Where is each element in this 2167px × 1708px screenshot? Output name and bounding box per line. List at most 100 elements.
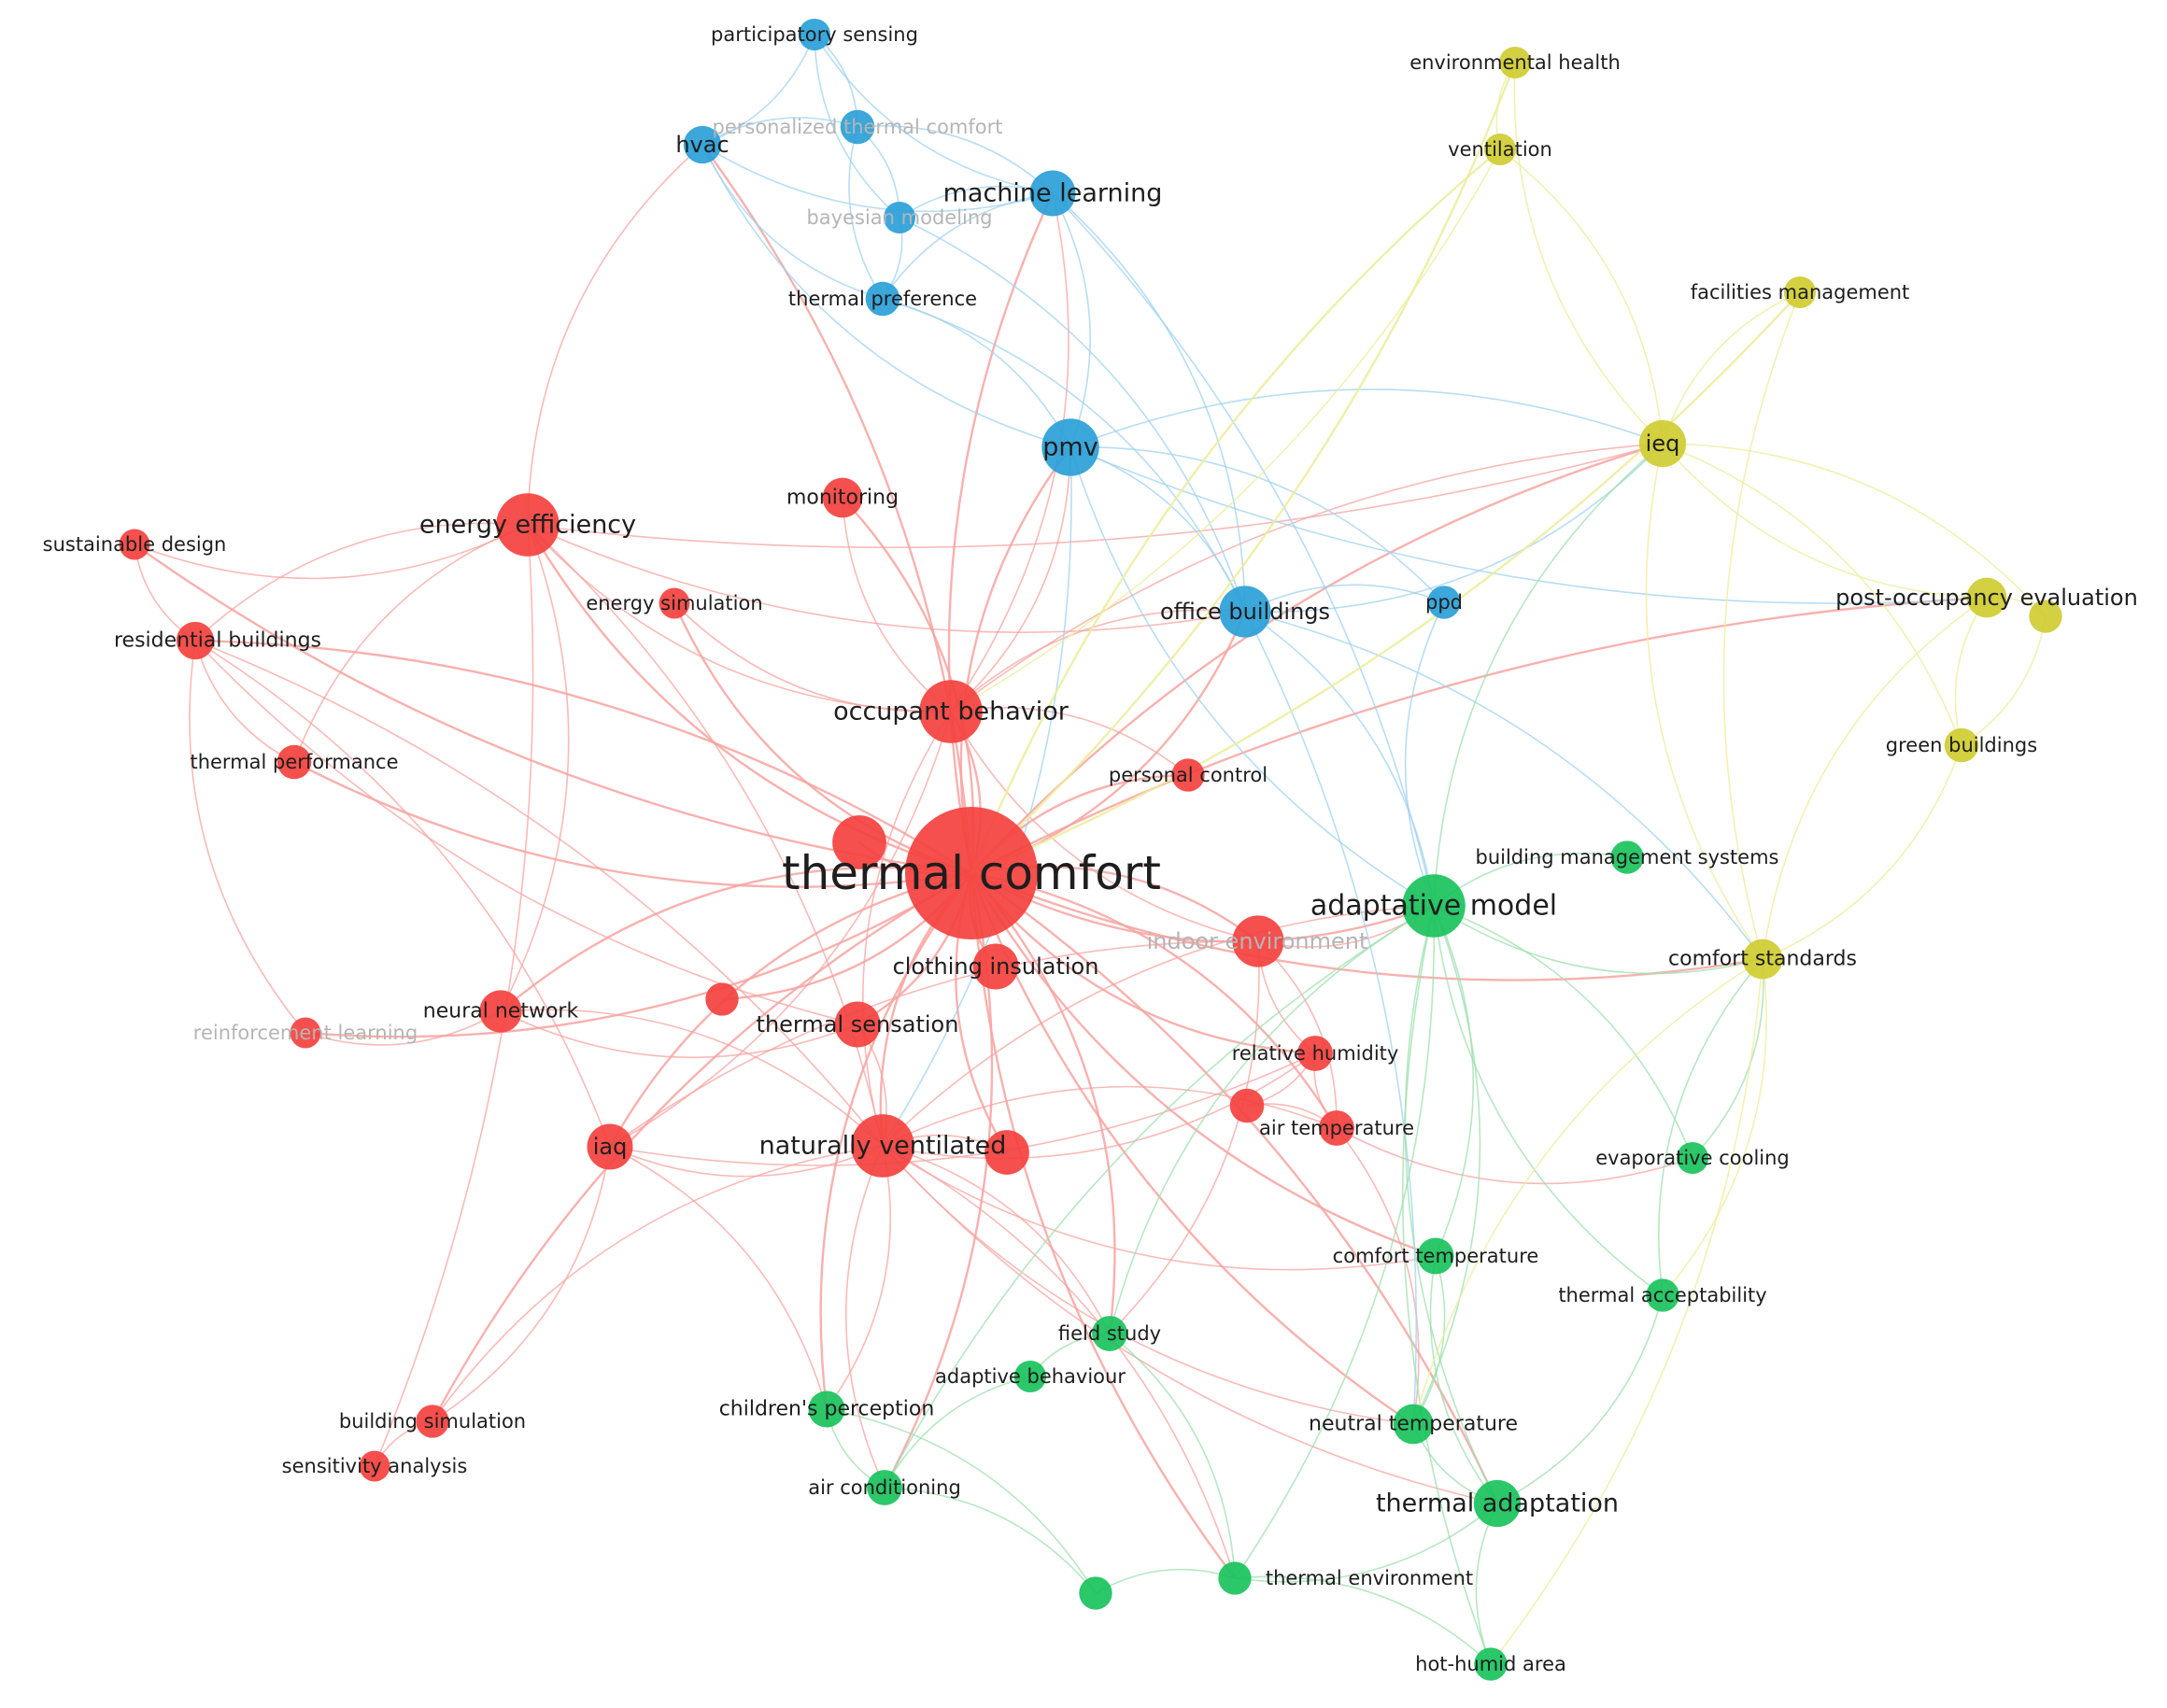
edge-thermal-comfort-building-simulation	[431, 871, 972, 1422]
node-environmental-health[interactable]	[1498, 46, 1532, 79]
edge-air-temperature-evaporative-cooling	[1336, 1127, 1693, 1185]
node-neutral-temperature[interactable]	[1393, 1404, 1434, 1445]
node-building-simulation[interactable]	[416, 1405, 449, 1438]
node-indoor-environment[interactable]	[1232, 915, 1284, 967]
node-green-unlabeled-a[interactable]	[1079, 1576, 1112, 1610]
node-ppd[interactable]	[1427, 586, 1461, 619]
edge-adaptative-model-neutral-temperature	[1412, 905, 1481, 1425]
node-personalized-thermal-comfort[interactable]	[840, 109, 875, 145]
node-thermal-adaptation[interactable]	[1473, 1479, 1522, 1528]
label-naturally-ventilated: naturally ventilated	[759, 1132, 1007, 1161]
label-facilities-management: facilities management	[1691, 281, 1910, 303]
label-ieq: ieq	[1646, 431, 1680, 457]
label-adaptive-behaviour: adaptive behaviour	[935, 1365, 1126, 1388]
label-neural-network: neural network	[423, 1000, 579, 1023]
node-bayesian-modeling[interactable]	[883, 201, 916, 234]
node-naturally-ventilated[interactable]	[851, 1114, 914, 1178]
node-comfort-standards[interactable]	[1742, 939, 1783, 980]
node-red-unlabeled-c[interactable]	[1229, 1088, 1265, 1123]
node-thermal-performance[interactable]	[276, 744, 312, 780]
node-energy-simulation[interactable]	[659, 587, 690, 619]
edge-ieq-ventilation	[1499, 148, 1664, 445]
node-participatory-sensing[interactable]	[798, 18, 831, 51]
label-participatory-sensing: participatory sensing	[711, 23, 918, 46]
node-ieq[interactable]	[1638, 419, 1687, 468]
edge-machine-learning-adaptative-model	[1052, 192, 1435, 907]
node-red-unlabeled-a[interactable]	[832, 815, 886, 869]
node-personal-control[interactable]	[1171, 758, 1205, 792]
node-residential-buildings[interactable]	[176, 621, 215, 660]
node-energy-efficiency[interactable]	[496, 493, 559, 557]
node-adaptive-behaviour[interactable]	[1013, 1360, 1047, 1393]
node-hvac[interactable]	[683, 125, 722, 164]
edge-thermal-environment-green-unlabeled-a	[1095, 1568, 1236, 1594]
node-relative-humidity[interactable]	[1297, 1036, 1333, 1071]
node-neural-network[interactable]	[479, 990, 522, 1033]
node-comfort-temperature[interactable]	[1417, 1237, 1454, 1275]
label-energy-efficiency: energy efficiency	[419, 511, 636, 540]
node-clothing-insulation[interactable]	[972, 943, 1019, 990]
edge-thermal-comfort-post-occupancy-evaluation	[970, 596, 1988, 875]
node-hot-humid-area[interactable]	[1474, 1647, 1508, 1681]
edge-office-buildings-comfort-standards	[1244, 611, 1763, 960]
node-thermal-environment[interactable]	[1218, 1561, 1252, 1595]
edge-green-buildings-comfort-standards	[1762, 744, 1962, 960]
node-sustainable-design[interactable]	[119, 529, 150, 560]
node-yellow-unlabeled-a[interactable]	[2029, 600, 2062, 633]
node-sensitivity-analysis[interactable]	[359, 1450, 390, 1482]
node-childrens-perception[interactable]	[808, 1390, 845, 1428]
edge-energy-efficiency-sustainable-design	[134, 524, 529, 580]
node-monitoring[interactable]	[822, 477, 863, 518]
label-personalized-thermal-comfort: personalized thermal comfort	[713, 116, 1003, 138]
label-thermal-performance: thermal performance	[190, 751, 398, 773]
node-building-management-systems[interactable]	[1610, 840, 1644, 874]
edge-environmental-health-thermal-comfort	[970, 62, 1517, 874]
node-field-study[interactable]	[1092, 1316, 1127, 1351]
node-adaptative-model[interactable]	[1402, 874, 1466, 938]
node-ventilation[interactable]	[1483, 133, 1517, 166]
label-adaptative-model: adaptative model	[1310, 890, 1557, 923]
node-thermal-comfort[interactable]	[905, 807, 1038, 939]
node-iaq[interactable]	[587, 1123, 633, 1170]
edge-ieq-post-occupancy-evaluation	[1662, 443, 1988, 599]
edge-ventilation-occupant-behavior	[950, 148, 1501, 713]
node-thermal-preference[interactable]	[865, 281, 900, 317]
node-pmv[interactable]	[1041, 418, 1099, 476]
edge-neural-network-reinforcement-learning	[305, 1010, 502, 1046]
edge-occupant-behavior-ieq	[950, 443, 1664, 713]
node-thermal-sensation[interactable]	[834, 1001, 881, 1048]
node-thermal-acceptability[interactable]	[1646, 1278, 1679, 1312]
node-air-conditioning[interactable]	[867, 1470, 902, 1505]
label-reinforcement-learning: reinforcement learning	[193, 1022, 418, 1044]
edge-ieq-yellow-unlabeled-a	[1662, 443, 2047, 617]
label-green-buildings: green buildings	[1886, 734, 2037, 756]
edge-iaq-building-simulation	[432, 1146, 611, 1422]
node-machine-learning[interactable]	[1029, 170, 1076, 217]
node-occupant-behavior[interactable]	[919, 680, 983, 743]
node-reinforcement-learning[interactable]	[290, 1017, 321, 1049]
label-comfort-standards: comfort standards	[1668, 948, 1857, 971]
edge-thermal-acceptability-comfort-standards	[1658, 958, 1763, 1296]
label-residential-buildings: residential buildings	[114, 629, 321, 653]
node-red-unlabeled-d[interactable]	[984, 1130, 1029, 1175]
edge-thermal-comfort-iaq	[608, 871, 972, 1148]
node-red-unlabeled-b[interactable]	[705, 982, 739, 1016]
edge-adaptative-model-comfort-temperature	[1433, 905, 1475, 1257]
edge-office-buildings-ieq	[1244, 443, 1664, 614]
node-green-buildings[interactable]	[1944, 727, 1979, 763]
edge-indoor-environment-field-study	[1109, 940, 1260, 1334]
edge-comfort-temperature-neutral-temperature	[1412, 1255, 1446, 1425]
label-office-buildings: office buildings	[1160, 599, 1330, 625]
node-evaporative-cooling[interactable]	[1676, 1141, 1709, 1175]
edge-comfort-standards-thermal-acceptability	[1662, 958, 1767, 1296]
edge-naturally-ventilated-field-study	[882, 1145, 1111, 1334]
node-post-occupancy-evaluation[interactable]	[1966, 577, 2007, 618]
node-facilities-management[interactable]	[1783, 275, 1817, 309]
node-air-temperature[interactable]	[1319, 1110, 1354, 1146]
label-energy-simulation: energy simulation	[586, 592, 762, 614]
edge-thermal-comfort-thermal-adaptation	[970, 872, 1499, 1504]
label-building-simulation: building simulation	[339, 1410, 526, 1433]
label-clothing-insulation: clothing insulation	[893, 953, 1099, 980]
node-office-buildings[interactable]	[1219, 586, 1271, 638]
